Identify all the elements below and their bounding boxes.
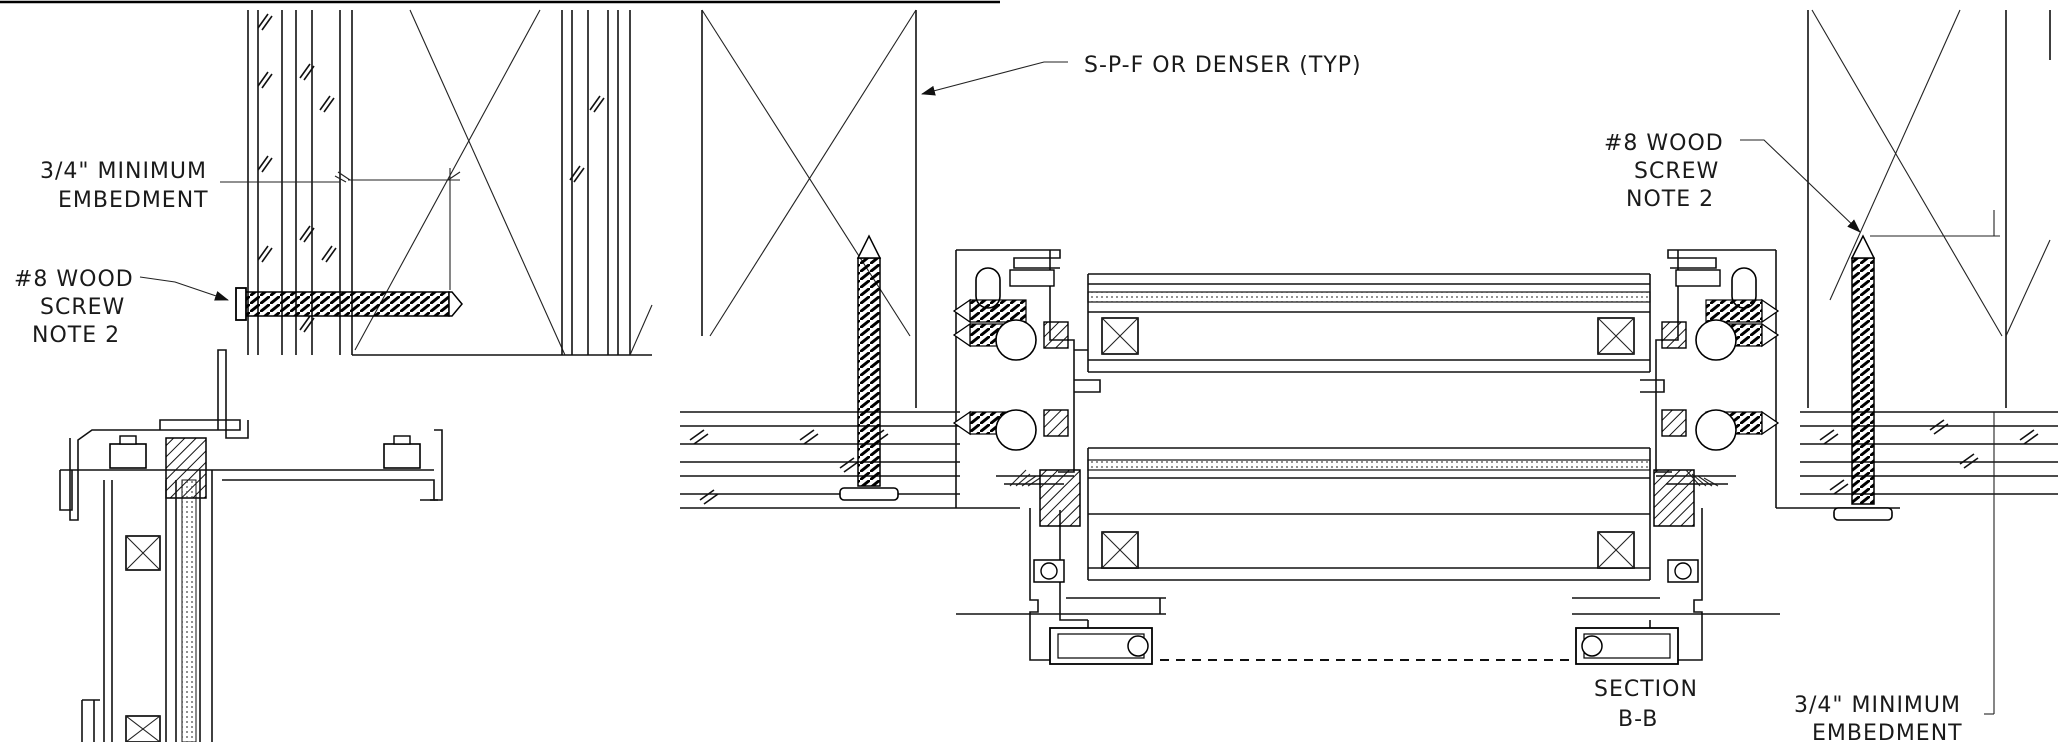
svg-text:EMBEDMENT: EMBEDMENT [1812,721,1963,742]
svg-text:3/4" MINIMUM: 3/4" MINIMUM [1794,693,1961,718]
left-embedment-label: 3/4" MINIMUM EMBEDMENT [40,159,347,213]
svg-text:#8 WOOD: #8 WOOD [14,267,134,292]
svg-text:SCREW: SCREW [1634,159,1719,184]
right-screw-label: #8 WOOD SCREW NOTE 2 [1604,131,1861,233]
center-section-detail: S-P-F OR DENSER (TYP) [680,9,2058,715]
left-stud-detail [59,9,653,742]
spf-label: S-P-F OR DENSER (TYP) [1084,53,1362,78]
svg-text:3/4" MINIMUM: 3/4" MINIMUM [40,159,207,184]
right-embedment-label: 3/4" MINIMUM EMBEDMENT [1794,693,1963,742]
svg-text:EMBEDMENT: EMBEDMENT [58,188,209,213]
section-label: SECTION B-B [1594,677,1698,732]
svg-text:SCREW: SCREW [40,295,125,320]
svg-text:#8 WOOD: #8 WOOD [1604,131,1724,156]
svg-text:NOTE 2: NOTE 2 [32,323,120,348]
left-screw-label: #8 WOOD SCREW NOTE 2 [14,267,229,348]
svg-text:NOTE 2: NOTE 2 [1626,187,1714,212]
svg-text:SECTION: SECTION [1594,677,1698,702]
svg-text:B-B: B-B [1618,707,1658,732]
